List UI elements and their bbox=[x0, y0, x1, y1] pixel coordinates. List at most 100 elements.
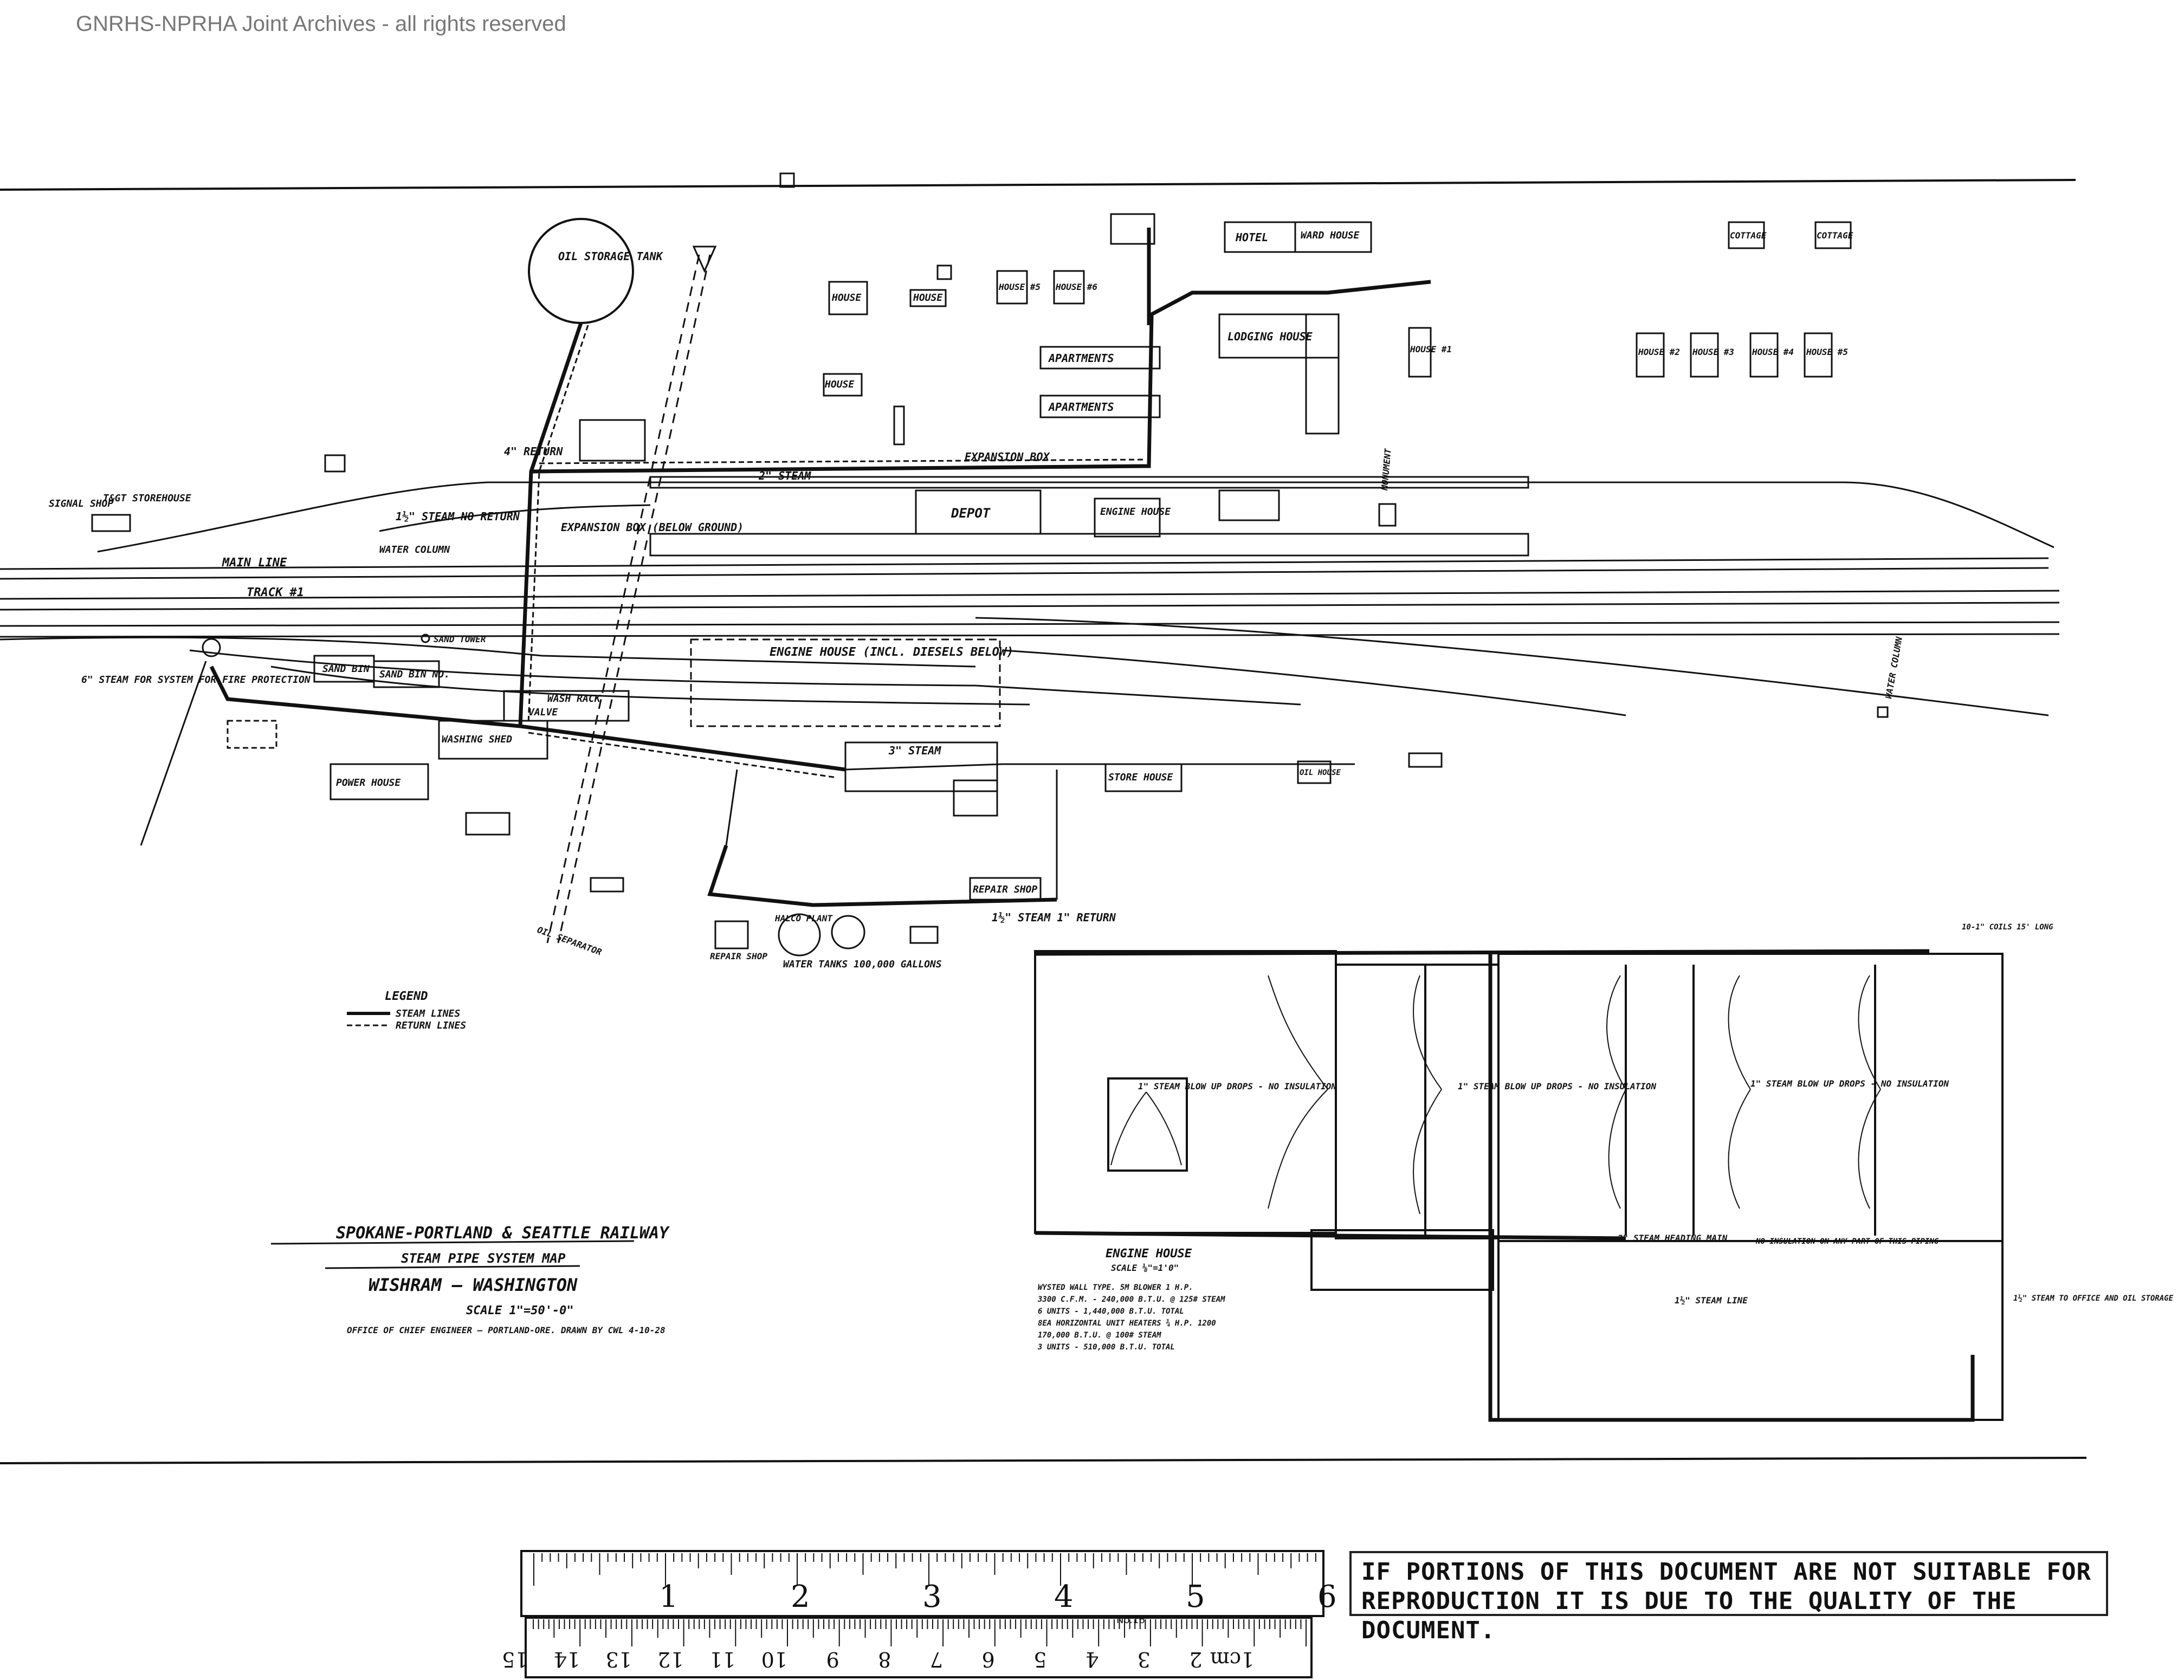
ruler-cm-label: 3 bbox=[1138, 1647, 1151, 1671]
house-5-label: HOUSE #5 bbox=[998, 282, 1041, 292]
spec-line-3: 6 UNITS - 1,440,000 B.T.U. TOTAL bbox=[1038, 1307, 1184, 1316]
ruler-inch-label: 5 bbox=[1186, 1579, 1205, 1614]
steam-3-label: 3" STEAM bbox=[888, 744, 941, 757]
sand-tower-label: SAND TOWER bbox=[434, 634, 486, 644]
wash-rack-label: WASH RACK bbox=[547, 693, 602, 705]
spec-line-4: 8EA HORIZONTAL UNIT HEATERS ¾ H.P. 1200 bbox=[1038, 1319, 1216, 1328]
archive-watermark: GNRHS-NPRHA Joint Archives - all rights … bbox=[76, 12, 566, 36]
oil-separator-label: OIL SEPARATOR bbox=[536, 925, 604, 958]
legend-return-label: RETURN LINES bbox=[396, 1020, 466, 1031]
oil-storage-tank bbox=[528, 218, 634, 324]
no-insulation-label: NO INSULATION ON ANY PART OF THIS PIPING bbox=[1755, 1237, 1939, 1246]
sand-bin-1-label: SAND BIN bbox=[322, 663, 370, 675]
main-line-label: MAIN LINE bbox=[222, 556, 287, 570]
water-column-2-marker bbox=[1877, 706, 1889, 718]
ruler-cm-label: 2 bbox=[1189, 1647, 1202, 1671]
ruler-cm-label: 1cm bbox=[1210, 1647, 1255, 1671]
ruler-inch-label: 3 bbox=[922, 1579, 942, 1614]
ruler-cm-label: 6 bbox=[982, 1647, 995, 1671]
monument-label: MONUMENT bbox=[1379, 448, 1393, 492]
map-title: STEAM PIPE SYSTEM MAP bbox=[401, 1251, 566, 1266]
house-1-label: HOUSE #1 bbox=[1410, 344, 1452, 354]
house-2-label: HOUSE #2 bbox=[1638, 347, 1680, 357]
blowup-drops-label-3: 1" STEAM BLOW UP DROPS - NO INSULATION bbox=[1750, 1078, 1949, 1089]
house-b-label: HOUSE bbox=[913, 292, 942, 303]
power-house-label: POWER HOUSE bbox=[336, 777, 400, 789]
ruler-brand: No.16 bbox=[1116, 1614, 1145, 1626]
engine-house-detail-title: ENGINE HOUSE bbox=[1106, 1247, 1192, 1261]
engine-house-yard-label: ENGINE HOUSE (INCL. DIESELS BELOW) bbox=[770, 645, 1013, 659]
return-lines bbox=[527, 325, 1144, 779]
yard-buildings bbox=[202, 638, 1443, 949]
engine-house-detail-scale: SCALE ⅛"=1'0" bbox=[1111, 1263, 1179, 1273]
ruler-cm-label: 7 bbox=[930, 1647, 943, 1671]
apartments-1-label: APARTMENTS bbox=[1048, 352, 1114, 365]
cottage-2-label: COTTAGE bbox=[1817, 230, 1853, 241]
oil-tank-label: OIL STORAGE TANK bbox=[558, 250, 664, 263]
rail-tracks bbox=[0, 481, 2060, 846]
house-c-label: HOUSE bbox=[824, 379, 854, 390]
scale-label: SCALE 1"=50'-0" bbox=[466, 1304, 574, 1317]
tgt-storehouse-label: T&GT STOREHOUSE bbox=[103, 493, 191, 504]
sand-bin-2-label: SAND BIN NO. bbox=[379, 669, 450, 680]
water-tanks bbox=[778, 913, 865, 957]
ruler-inch-label: 4 bbox=[1054, 1579, 1074, 1614]
legend-steam-label: STEAM LINES bbox=[396, 1008, 460, 1019]
spec-line-2: 3300 C.F.M. - 240,000 B.T.U. @ 125# STEA… bbox=[1037, 1295, 1225, 1304]
return-4-label: 4" RETURN bbox=[504, 445, 563, 458]
ruler-inch-label: 6 bbox=[1317, 1579, 1337, 1614]
ruler-cm-label: 14 bbox=[554, 1647, 580, 1671]
legend-heading: LEGEND bbox=[385, 990, 428, 1003]
coils-label: 10-1" COILS 15' LONG bbox=[1962, 923, 2053, 932]
engine-house-top-label: ENGINE HOUSE bbox=[1100, 506, 1171, 518]
title-underline-2 bbox=[325, 1265, 580, 1269]
sand-tower-marker bbox=[421, 634, 430, 643]
ruler-cm-label: 12 bbox=[657, 1647, 683, 1671]
water-tanks-label: WATER TANKS 100,000 GALLONS bbox=[783, 959, 942, 970]
measuring-ruler bbox=[520, 1550, 1324, 1678]
fire-protection-label: 6" STEAM FOR SYSTEM FOR FIRE PROTECTION bbox=[81, 674, 311, 686]
ruler-cm-label: 9 bbox=[826, 1647, 839, 1671]
hotel-label: HOTEL bbox=[1235, 231, 1268, 244]
steam-no-return-label: 1½" STEAM NO RETURN bbox=[396, 510, 520, 523]
ward-house-label: WARD HOUSE bbox=[1301, 230, 1360, 241]
store-house-label: STORE HOUSE bbox=[1108, 772, 1173, 783]
ruler-inch-label: 2 bbox=[791, 1579, 810, 1614]
engine-house-detail bbox=[1034, 950, 2004, 1421]
title-underline-1 bbox=[270, 1240, 635, 1245]
track-1-label: TRACK #1 bbox=[247, 586, 304, 599]
house-a-label: HOUSE bbox=[831, 292, 861, 303]
blowup-drops-label-1: 1" STEAM BLOW UP DROPS - NO INSULATION bbox=[1138, 1081, 1336, 1091]
apartments-2-label: APARTMENTS bbox=[1048, 400, 1114, 413]
water-column-2-label: WATER COLUMN bbox=[1883, 636, 1904, 699]
railway-title: SPOKANE-PORTLAND & SEATTLE RAILWAY bbox=[336, 1224, 670, 1243]
wash-shed-label: WASHING SHED bbox=[442, 734, 512, 745]
steam-lines bbox=[209, 228, 1431, 907]
house-7-label: HOUSE #5 bbox=[1806, 347, 1848, 357]
ruler-cm-label: 8 bbox=[878, 1647, 891, 1671]
lodging-house-label: LODGING HOUSE bbox=[1227, 330, 1313, 343]
location-title: WISHRAM — WASHINGTON bbox=[369, 1275, 578, 1295]
cottage-1-label: COTTAGE bbox=[1730, 230, 1767, 241]
to-office-label: 1½" STEAM TO OFFICE AND OIL STORAGE bbox=[2013, 1294, 2174, 1303]
bottom-border bbox=[0, 1457, 2087, 1464]
spec-line-1: WYSTED WALL TYPE. 5M BLOWER 1 H.P. bbox=[1038, 1283, 1193, 1292]
repair-shop-2-label: REPAIR SHOP bbox=[710, 951, 767, 961]
header-main-label: 3" STEAM HEADING MAIN bbox=[1617, 1233, 1728, 1243]
north-buildings bbox=[91, 172, 1852, 557]
ruler-cm-label: 13 bbox=[606, 1647, 632, 1671]
expansion-box-label: EXPANSION BOX bbox=[965, 450, 1050, 463]
office-label: OFFICE OF CHIEF ENGINEER — PORTLAND-ORE.… bbox=[347, 1325, 665, 1335]
ruler-cm-label: 10 bbox=[761, 1647, 787, 1671]
house-4-label: HOUSE #4 bbox=[1752, 347, 1794, 357]
steam-2-label: 2" STEAM bbox=[758, 469, 811, 482]
signal-shop-label: SIGNAL SHOP bbox=[49, 498, 113, 509]
ruler-cm-label: 4 bbox=[1085, 1647, 1099, 1671]
ruler-cm-label: 5 bbox=[1033, 1647, 1046, 1671]
ruler-inch-label: 1 bbox=[659, 1579, 679, 1614]
expansion-box-below-label: EXPANSION BOX (BELOW GROUND) bbox=[561, 521, 744, 534]
valve-label: VALVE bbox=[528, 707, 558, 718]
spec-line-5: 170,000 B.T.U. @ 100# STEAM bbox=[1038, 1331, 1161, 1340]
water-column-label: WATER COLUMN bbox=[379, 544, 450, 555]
